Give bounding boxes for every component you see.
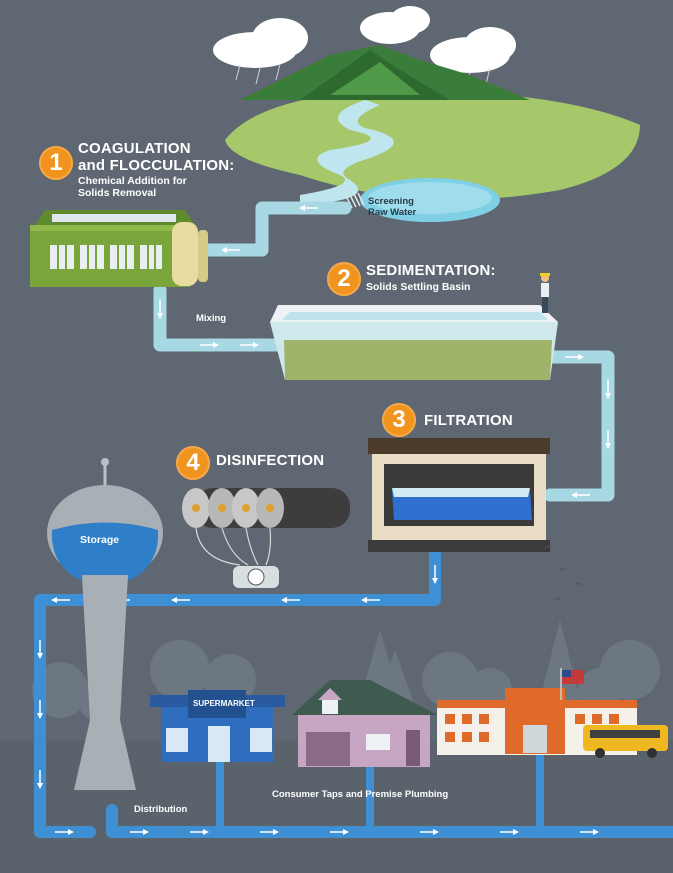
sedimentation-subtitle: Solids Settling Basin xyxy=(366,281,471,293)
watershed-landscape xyxy=(225,45,640,222)
worker-icon xyxy=(540,273,550,313)
house-building xyxy=(292,680,438,767)
supermarket-building xyxy=(150,690,285,762)
supermarket-sign: SUPERMARKET xyxy=(193,699,255,708)
step-3-badge: 3 xyxy=(382,403,416,437)
coagulation-title: COAGULATION xyxy=(78,140,191,157)
step-2-badge: 2 xyxy=(327,262,361,296)
distribution-label: Distribution xyxy=(134,804,188,815)
consumer-taps-label: Consumer Taps and Premise Plumbing xyxy=(272,789,449,800)
cloud-icon xyxy=(213,6,516,73)
coagulation-building xyxy=(30,210,208,287)
step-1-badge: 1 xyxy=(39,146,73,180)
step-4-badge: 4 xyxy=(176,446,210,480)
coagulation-subtitle-line2: Solids Removal xyxy=(78,187,157,199)
flocculation-title: and FLOCCULATION: xyxy=(78,157,235,174)
disinfection-title: DISINFECTION xyxy=(216,452,325,469)
birds-icon xyxy=(544,545,582,601)
filtration-title: FILTRATION xyxy=(424,412,513,429)
screening-grate-icon xyxy=(345,192,365,209)
school-bus-icon xyxy=(583,725,668,758)
filtration-building xyxy=(368,438,550,552)
screening-label: Screening xyxy=(368,196,414,207)
sedimentation-basin xyxy=(270,305,558,380)
storage-label: Storage xyxy=(80,534,120,546)
coagulation-subtitle-line1: Chemical Addition for xyxy=(78,175,187,187)
flow-arrows xyxy=(37,205,611,835)
uv-disinfection-tubes xyxy=(182,488,350,588)
raw-water-label: Raw Water xyxy=(368,207,417,218)
storage-tower xyxy=(47,458,163,790)
sedimentation-title: SEDIMENTATION: xyxy=(366,262,496,279)
mixing-label: Mixing xyxy=(196,313,227,324)
